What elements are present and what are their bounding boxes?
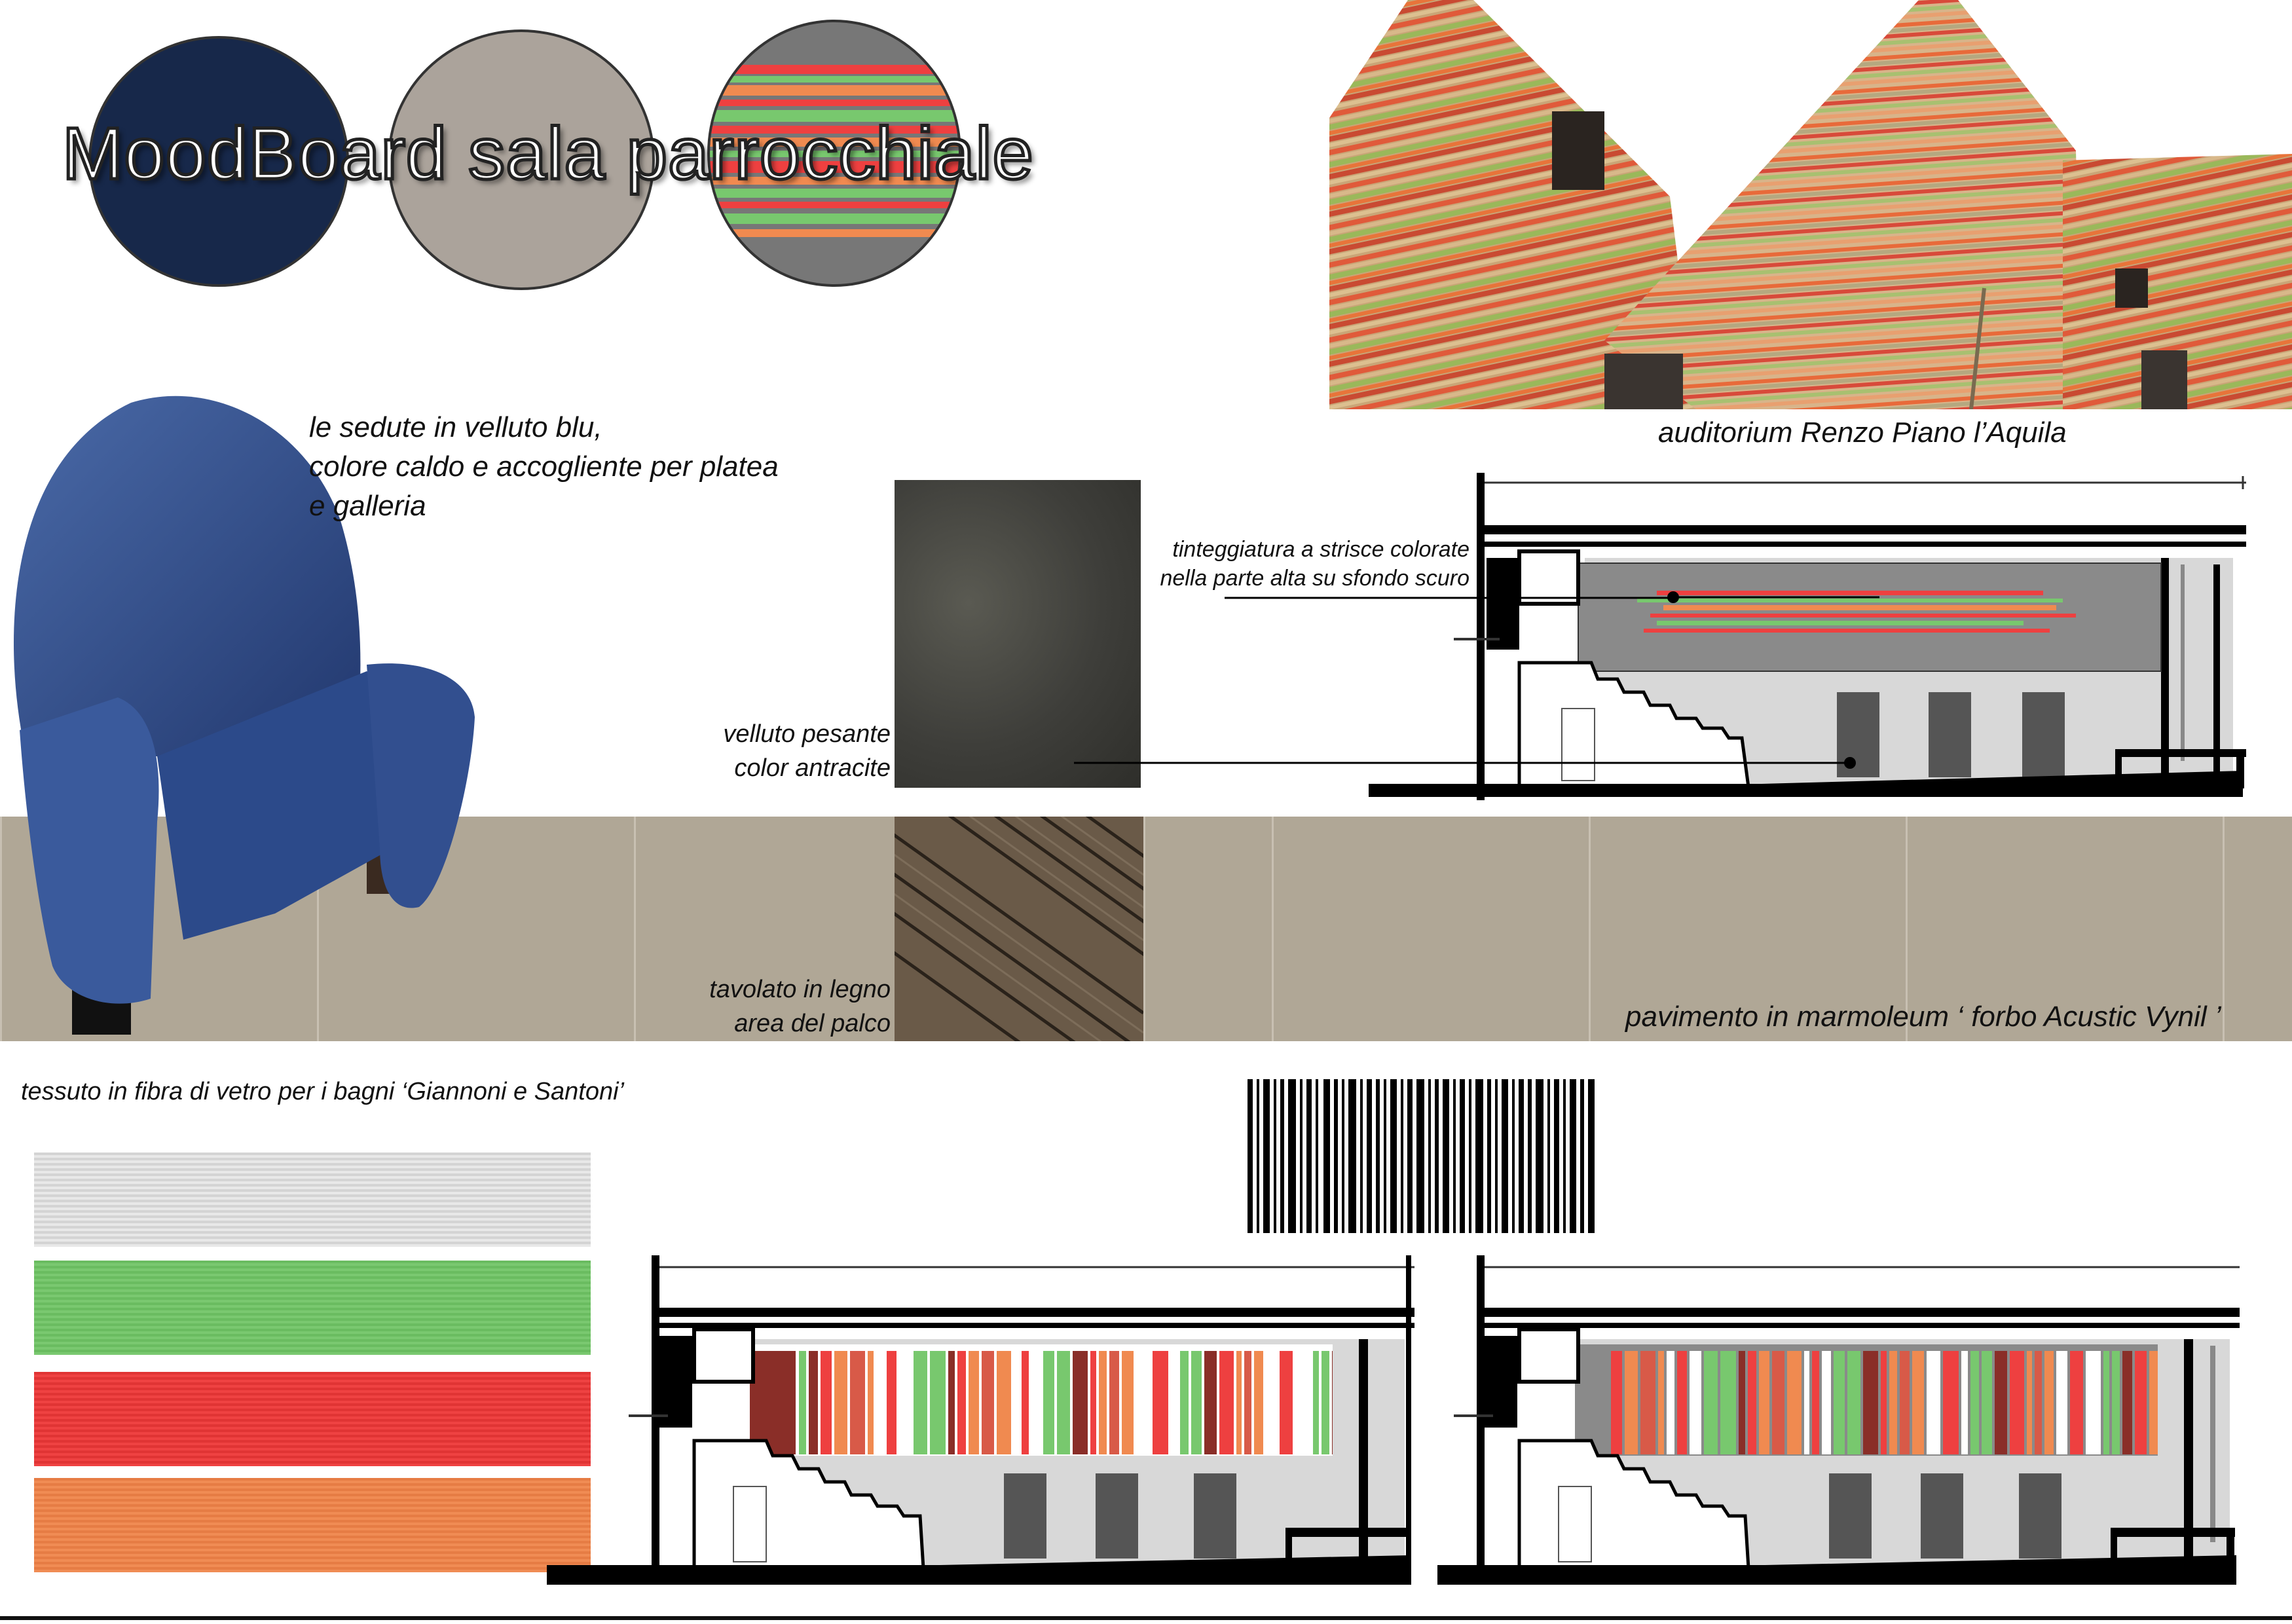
floor-tile	[2223, 817, 2292, 1041]
floor-caption: pavimento in marmoleum ‘ forbo Acustic V…	[1625, 1001, 2221, 1033]
floor-tile	[1906, 817, 2225, 1041]
bottom-rule	[0, 1616, 2292, 1620]
auditorium-caption: auditorium Renzo Piano l’Aquila	[1658, 416, 2067, 449]
boards-caption-line2: area del palco	[734, 1010, 891, 1037]
green-fiberglass-fabric-swatch	[34, 1261, 591, 1355]
greige-color-circle	[388, 29, 655, 290]
seats-caption-line3: e galleria	[309, 490, 426, 522]
stripes-color-circle	[707, 20, 961, 287]
theatre-section-vertical-stripes-a	[547, 1255, 1414, 1585]
anthracite-velvet-swatch	[895, 480, 1141, 788]
theatre-section-anthracite	[1369, 473, 2246, 800]
seats-caption-line2: colore caldo e accogliente per platea	[309, 451, 779, 483]
white-fiberglass-fabric-swatch	[34, 1153, 591, 1247]
page-title: MoodBoard sala parrocchiale	[61, 111, 1035, 196]
floor-tile	[634, 817, 898, 1041]
velvet-caption-line2: color antracite	[734, 754, 891, 782]
fabric-caption: tessuto in fibra di vetro per i bagni ‘G…	[21, 1078, 624, 1105]
blue-velvet-armchair-photo	[13, 396, 475, 1035]
floor-tile	[1143, 817, 1274, 1041]
auditorium-photo	[1329, 0, 2292, 409]
wood-boards-swatch	[895, 817, 1143, 1041]
stripes-caption-line2: nella parte alta su sfondo scuro	[1160, 566, 1469, 591]
barcode-stripe-pattern	[1248, 1079, 1595, 1233]
velvet-caption-line1: velluto pesante	[723, 720, 891, 748]
navy-color-circle	[88, 36, 349, 287]
red-fiberglass-fabric-swatch	[34, 1372, 591, 1466]
stripes-leader-line	[1225, 597, 1676, 599]
velvet-leader-line	[1074, 762, 1853, 764]
floor-tile	[1272, 817, 1591, 1041]
boards-caption-line1: tavolato in legno	[709, 976, 891, 1003]
stripes-caption-line1: tinteggiatura a strisce colorate	[1172, 537, 1469, 562]
theatre-section-vertical-stripes-b	[1437, 1255, 2240, 1585]
orange-fiberglass-fabric-swatch	[34, 1478, 591, 1572]
seats-caption-line1: le sedute in velluto blu,	[309, 411, 602, 443]
floor-tile	[1589, 817, 1908, 1041]
